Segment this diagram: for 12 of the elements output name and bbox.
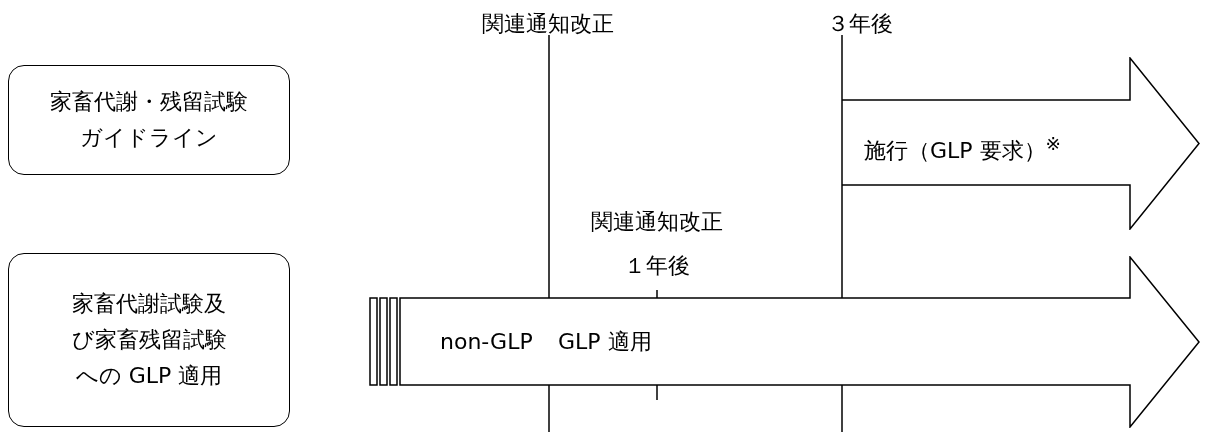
arrow-text: 施行（GLP 要求）$^{※}$ [864, 131, 1061, 165]
timeline-arrow [842, 57, 1200, 230]
box-text: 家畜代謝試験及び家畜残留試験への GLP 適用 [70, 290, 228, 390]
timeline-label: 関連通知改正１年後 [590, 208, 724, 280]
label-box [8, 253, 290, 427]
timeline-label: ３年後 [826, 10, 894, 38]
arrow-text: non-GLP [440, 328, 533, 356]
timeline-arrow [368, 256, 1200, 428]
label-box [8, 65, 290, 175]
box-text: 家畜代謝・残留試験ガイドライン [49, 88, 249, 152]
arrow-text: GLP 適用 [558, 328, 652, 356]
timeline-label: 関連通知改正 [481, 10, 615, 38]
